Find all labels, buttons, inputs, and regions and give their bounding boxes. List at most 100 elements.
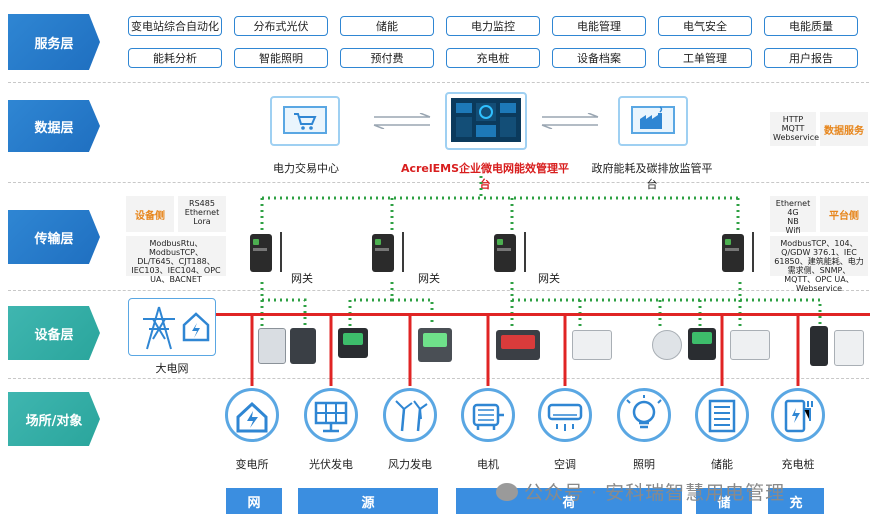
device-side-protocols: ModbusRtu、ModbusTCP、DL/T645、CJT188、IEC10…: [126, 236, 226, 284]
service-button[interactable]: 预付费: [340, 48, 434, 68]
lightbulb-icon: [626, 395, 662, 429]
gov-platform-caption: 政府能耗及碳排放监管平台: [591, 162, 713, 191]
service-button[interactable]: 用户报告: [764, 48, 858, 68]
bottom-bar-chong: 充: [768, 488, 824, 514]
bottom-bar-wang: 网: [226, 488, 282, 514]
ev-charger-icon: [784, 399, 813, 433]
watermark: 公众号 · 安科瑞智慧用电管理: [496, 478, 785, 505]
battery-storage-icon: [708, 399, 736, 433]
device-side-ports: RS485 Ethernet Lora: [178, 196, 226, 232]
service-button[interactable]: 智能照明: [234, 48, 328, 68]
cart-icon: [283, 106, 327, 134]
device-side-title: 设备侧: [126, 196, 174, 232]
data-service-title: 数据服务: [820, 112, 868, 146]
air-conditioner-icon: [547, 403, 583, 431]
platform-side-protocols: ModbusTCP、104、Q/GDW 376.1、IEC 61850、建筑能耗…: [770, 236, 868, 293]
gateway-label: 网关: [291, 272, 313, 285]
watermark-text: 公众号 · 安科瑞智慧用电管理: [524, 482, 786, 504]
service-button[interactable]: 充电桩: [446, 48, 540, 68]
service-button[interactable]: 储能: [340, 16, 434, 36]
layer-label: 场所/对象: [25, 413, 83, 429]
platform-side-title: 平台侧: [820, 196, 868, 232]
layer-tag-device: 设备层: [8, 306, 100, 360]
bottom-bar-yuan: 源: [298, 488, 438, 514]
ems-platform-monitor: [445, 92, 527, 150]
platform-side-networks: Ethernet 4G NB Wifi: [770, 196, 816, 235]
gateway-antenna: [280, 232, 282, 272]
dashboard-icon: [451, 98, 521, 142]
power-trading-monitor: [270, 96, 340, 146]
wind-turbine-icon: [395, 400, 428, 432]
din-rail-meter: [572, 330, 612, 360]
site-label: 储能: [711, 458, 733, 471]
motor-icon: [472, 403, 504, 430]
grid-box: [128, 298, 216, 356]
layer-tag-site: 场所/对象: [8, 392, 100, 446]
site-label: 变电所: [235, 458, 269, 471]
din-rail-meter: [730, 330, 770, 360]
power-bus: [216, 313, 870, 316]
site-icon-circle: [461, 388, 515, 442]
protection-relay: [258, 328, 286, 364]
site-icon-circle: [771, 388, 825, 442]
bottom-bar-chu: 储: [696, 488, 752, 514]
ems-platform-caption: AcrelEMS企业微电网能效管理平台: [400, 162, 570, 191]
layer-label: 服务层: [34, 36, 74, 52]
service-button[interactable]: 电能质量: [764, 16, 858, 36]
service-button[interactable]: 能耗分析: [128, 48, 222, 68]
power-meter: [688, 328, 716, 360]
divider: [8, 82, 869, 83]
layer-tag-service: 服务层: [8, 14, 100, 70]
grid-label: 大电网: [155, 362, 189, 375]
data-protocols-box: HTTP MQTT Webservice: [770, 112, 819, 146]
site-icon-circle: [695, 388, 749, 442]
gov-platform-monitor: [618, 96, 688, 146]
gateway-antenna: [524, 232, 526, 272]
service-button[interactable]: 电力监控: [446, 16, 540, 36]
bottom-bar-he: 荷: [456, 488, 682, 514]
exchange-arrows-left: [373, 113, 431, 129]
site-label: 电机: [477, 458, 499, 471]
gateway-device: [372, 234, 394, 272]
gateway-device: [494, 234, 516, 272]
gateway-antenna: [752, 232, 754, 272]
gateway-device: [250, 234, 272, 272]
divider: [8, 378, 869, 379]
service-button[interactable]: 设备档案: [552, 48, 646, 68]
service-button[interactable]: 电能管理: [552, 16, 646, 36]
layer-label: 设备层: [34, 327, 74, 343]
wechat-logo-icon: [496, 482, 518, 501]
service-button[interactable]: 分布式光伏: [234, 16, 328, 36]
solar-panel-icon: [314, 401, 348, 433]
gateway-label: 网关: [418, 272, 440, 285]
power-meter: [338, 328, 368, 358]
substation-icon: [236, 401, 268, 433]
power-quality-meter: [496, 330, 540, 360]
prepaid-meter: [834, 330, 864, 366]
exchange-arrows-right: [541, 113, 599, 129]
gateway-device: [722, 234, 744, 272]
factory-icon: [631, 106, 675, 134]
site-label: 风力发电: [388, 458, 432, 471]
power-trading-caption: 电力交易中心: [273, 162, 339, 175]
site-label: 光伏发电: [309, 458, 353, 471]
site-icon-circle: [225, 388, 279, 442]
protection-relay: [290, 328, 316, 364]
house-bolt-icon: [182, 312, 210, 342]
divider: [8, 182, 869, 183]
divider: [8, 290, 869, 291]
site-label: 充电桩: [781, 458, 815, 471]
layer-label: 数据层: [34, 120, 74, 136]
layer-tag-data: 数据层: [8, 100, 100, 152]
site-icon-circle: [383, 388, 437, 442]
service-button[interactable]: 变电站综合自动化: [128, 16, 222, 36]
layer-tag-transport: 传输层: [8, 210, 100, 264]
gateway-antenna: [402, 232, 404, 272]
service-button[interactable]: 工单管理: [658, 48, 752, 68]
site-icon-circle: [538, 388, 592, 442]
layer-label: 传输层: [34, 231, 74, 247]
charger-controller: [810, 326, 828, 366]
site-icon-circle: [304, 388, 358, 442]
service-button[interactable]: 电气安全: [658, 16, 752, 36]
